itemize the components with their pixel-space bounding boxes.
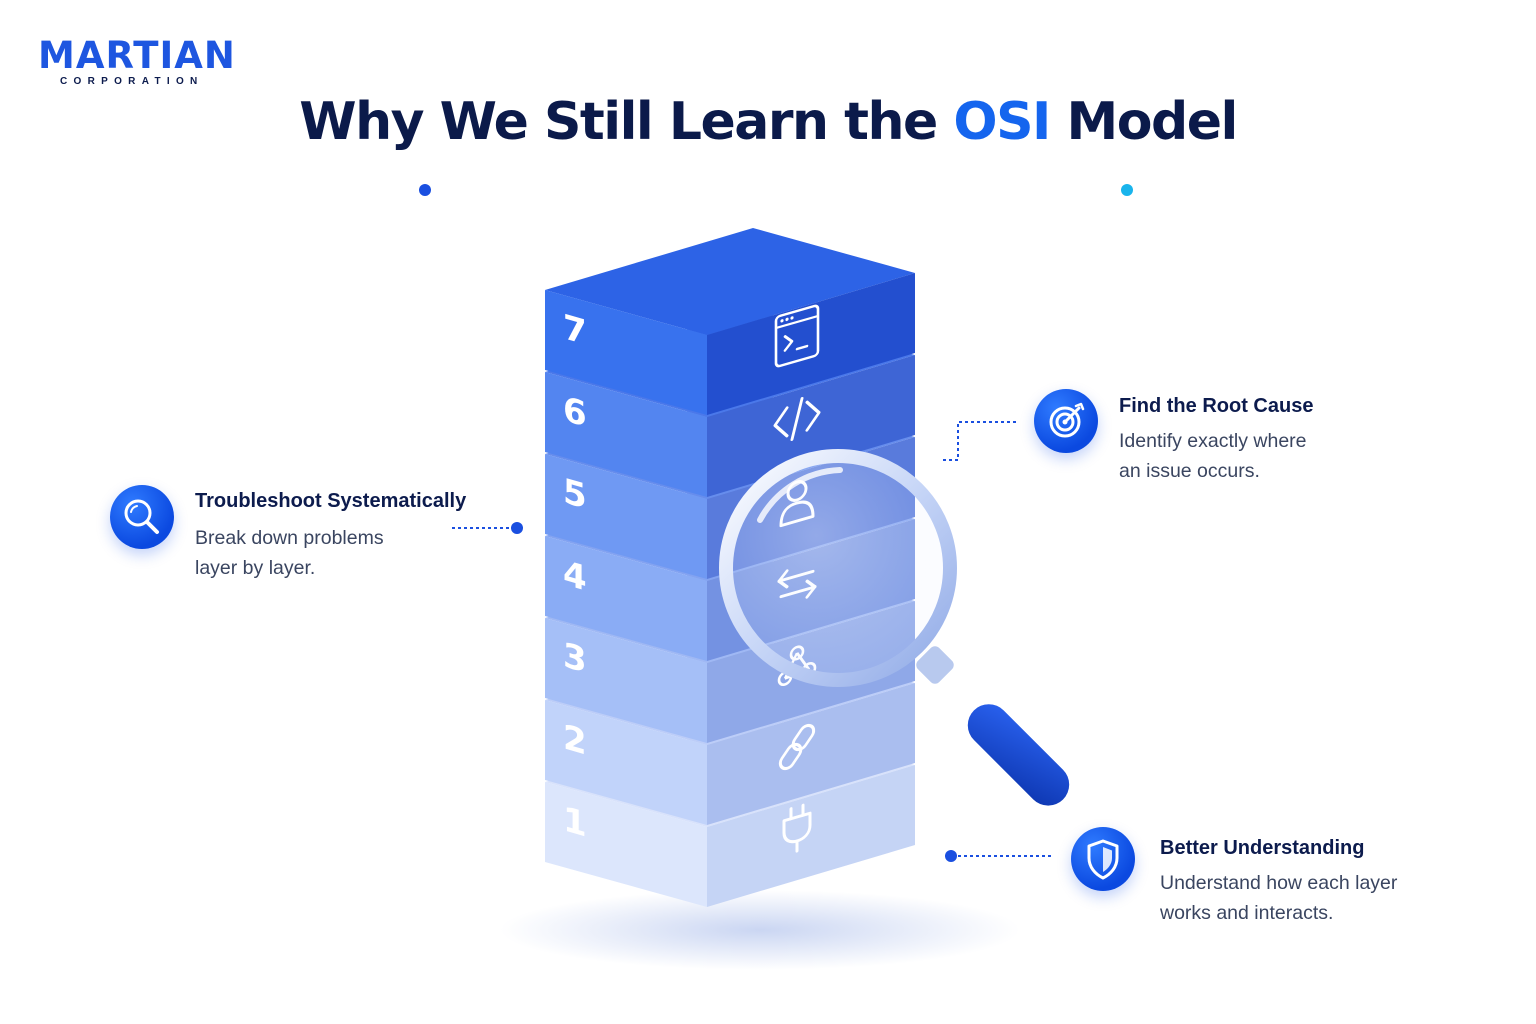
page-title: Why We Still Learn the OSI Model [0,92,1536,152]
layer-number: 2 [563,718,587,764]
target-icon [1034,389,1098,453]
layer-number: 3 [563,636,587,682]
brand-logo: MARTIAN CORPORATION [38,34,248,88]
layer-number: 4 [563,554,587,600]
layer-number: 5 [563,472,587,518]
magnifying-glass [719,449,1070,806]
code-brackets-icon [773,397,821,441]
layer-number: 6 [563,390,587,436]
shield-icon [1071,827,1135,891]
title-part-1: Why We Still Learn the [299,92,954,152]
terminal-window-icon [774,304,820,368]
root-cause-title: Find the Root Cause [1119,395,1314,417]
troubleshoot-description: Break down problems layer by layer. [195,527,384,579]
root-cause-description: Identify exactly where an issue occurs. [1119,430,1307,482]
osi-layer-7: 7 [545,228,915,415]
magnifier-icon [110,485,174,549]
layer-number: 7 [563,308,587,354]
brand-name: MARTIAN [38,34,236,77]
title-highlight: OSI [953,92,1051,152]
stack-shadow [500,890,1020,970]
chain-link-icon [778,723,816,771]
title-underline-end-dot [1121,184,1133,196]
brand-tagline: CORPORATION [60,76,204,87]
connector-understanding [945,850,1052,862]
understanding-title: Better Understanding [1160,837,1365,859]
title-underline-start-dot [419,184,431,196]
understanding-description: Understand how each layer works and inte… [1160,872,1398,924]
title-part-2: Model [1049,92,1238,152]
connector-root-cause [940,421,1016,461]
troubleshoot-title: Troubleshoot Systematically [195,490,467,512]
layer-number: 1 [563,800,587,846]
power-plug-icon [782,803,812,853]
connector-troubleshoot [452,522,523,534]
